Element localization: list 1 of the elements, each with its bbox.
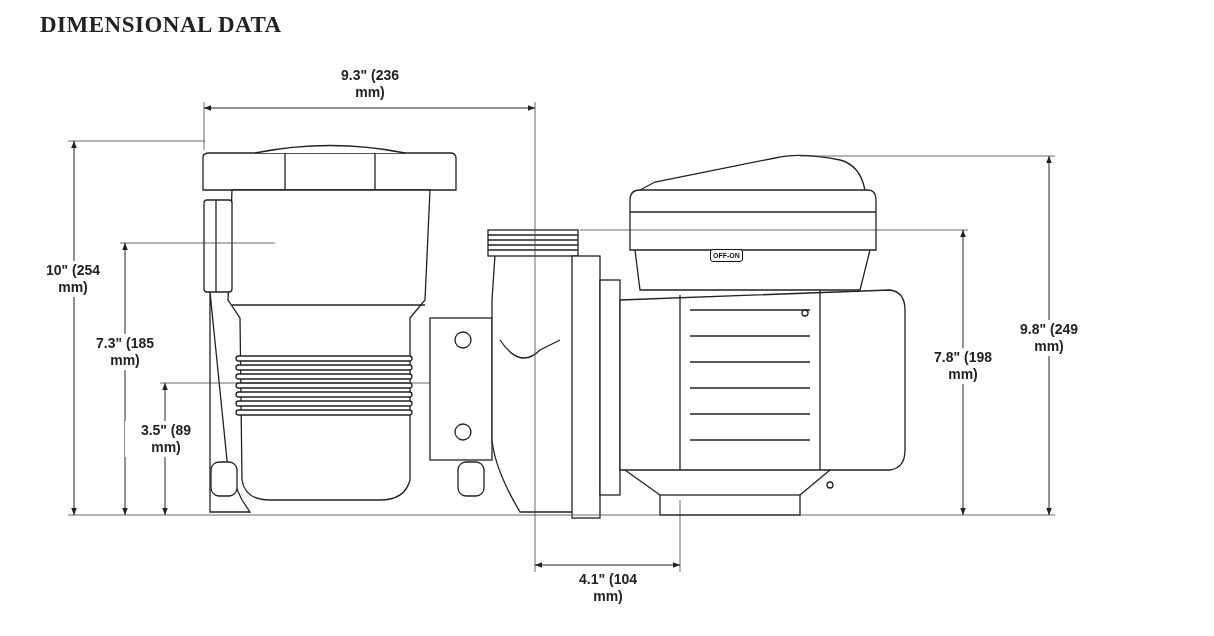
title: DIMENSIONAL DATA <box>40 12 282 38</box>
